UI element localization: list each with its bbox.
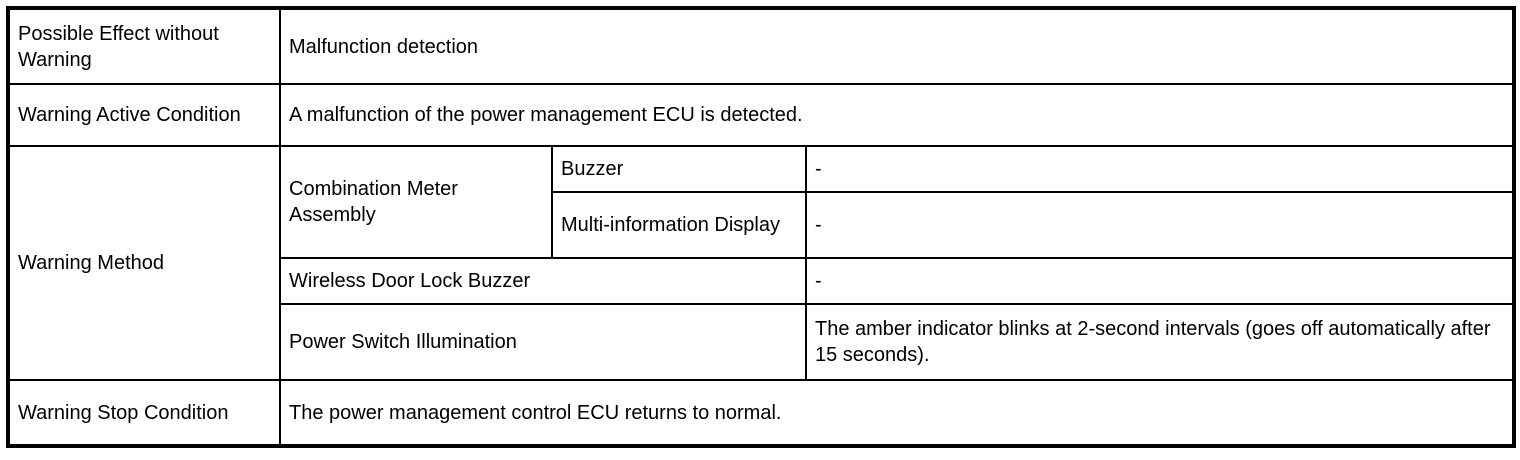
possible-effect-label: Possible Effect without Warning xyxy=(7,7,281,85)
table-row-warning-method-wireless-door-lock-buzzer: Wireless Door Lock Buzzer - xyxy=(8,257,1516,305)
multi-information-display-value: - xyxy=(804,191,1516,259)
wireless-door-lock-buzzer-value: - xyxy=(804,257,1516,305)
warning-stop-condition-label: Warning Stop Condition xyxy=(7,379,281,447)
table-row-warning-active-condition: Warning Active Condition A malfunction o… xyxy=(7,83,1516,147)
wireless-door-lock-buzzer-label: Wireless Door Lock Buzzer xyxy=(279,257,807,305)
buzzer-value: - xyxy=(804,145,1516,193)
power-switch-illumination-value: The amber indicator blinks at 2-second i… xyxy=(804,303,1516,381)
power-switch-illumination-label: Power Switch Illumination xyxy=(279,303,807,381)
combination-meter-assembly-label: Combination Meter Assembly xyxy=(279,145,553,259)
warning-active-condition-label: Warning Active Condition xyxy=(7,83,281,147)
possible-effect-value: Malfunction detection xyxy=(278,7,1516,85)
table-row-warning-stop-condition: Warning Stop Condition The power managem… xyxy=(7,379,1516,447)
table-row-possible-effect: Possible Effect without Warning Malfunct… xyxy=(7,7,1516,85)
warning-stop-condition-value: The power management control ECU returns… xyxy=(278,379,1516,447)
warning-active-condition-value: A malfunction of the power management EC… xyxy=(278,83,1516,147)
table-row-warning-method-buzzer: Warning Method Combination Meter Assembl… xyxy=(7,145,1516,381)
multi-information-display-label: Multi-information Display xyxy=(551,191,807,259)
table-row-warning-method-multi-information-display: Multi-information Display - xyxy=(8,191,1516,259)
buzzer-label: Buzzer xyxy=(551,145,807,193)
table-row-warning-method-power-switch-illumination: Power Switch Illumination The amber indi… xyxy=(8,303,1516,381)
warning-spec-table: Possible Effect without Warning Malfunct… xyxy=(6,6,1517,448)
warning-method-label: Warning Method xyxy=(7,145,281,381)
